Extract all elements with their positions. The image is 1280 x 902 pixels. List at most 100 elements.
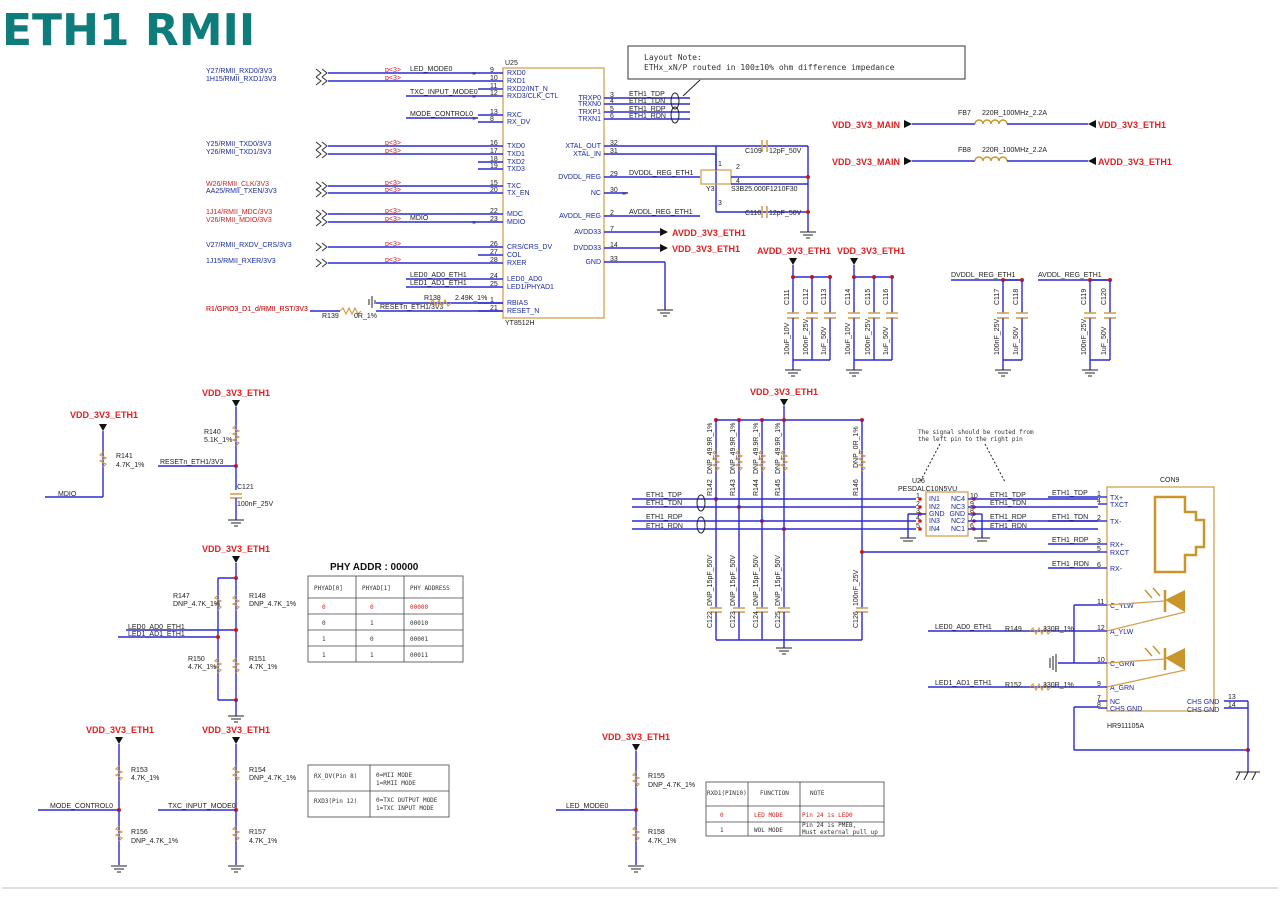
r156-value: DNP_4.7K_1% [131, 838, 178, 845]
u25-pin-name: RXER [507, 260, 526, 267]
u25-pin-name: CRS/CRS_DV [507, 244, 552, 251]
u25-pin-name: TXD3 [507, 166, 525, 173]
signal-note-line2: the left pin to the right pin [918, 436, 1023, 443]
phyaddr-vdd-arrow-icon [232, 556, 240, 563]
port-label: AA25/RMII_TXEN/3V3 [206, 188, 277, 195]
r150-ref: R150 [188, 656, 205, 663]
u25-pin-name: RBIAS [507, 300, 528, 307]
con9-pin-num: 11 [1097, 599, 1104, 606]
con9-pin-num: 10 [1097, 657, 1105, 664]
u25-pin-name: LED1/PHYAD1 [507, 284, 554, 291]
term-cap-ref: C122 [707, 611, 714, 628]
layout-note: Layout Note: ETHx_xN/P routed in 100±10%… [627, 45, 966, 97]
u25-pin-name: AVDD33 [574, 229, 601, 236]
cap-value: 10uF_10V [845, 322, 852, 355]
con9-pin-name: CHS GND [1187, 699, 1219, 706]
con9-pin-num: 12 [1097, 625, 1105, 632]
net-eth1-tdn: ETH1_TDN [629, 98, 665, 105]
r157-ref: R157 [249, 829, 266, 836]
ferrite-value: 220R_100MHz_2.2A [982, 147, 1047, 154]
con9-part: HR911105A [1107, 723, 1144, 730]
r140-value: 5.1K_1% [204, 437, 232, 444]
term-net3: ETH1_RDN [646, 523, 683, 530]
cap-ref: C114 [845, 289, 852, 305]
layout-note-line2: ETHx_xN/P routed in 100±10% ohm differen… [644, 63, 895, 72]
ledmode-head1: FUNCTION [760, 790, 789, 797]
r150-value: 4.7K_1% [188, 664, 216, 671]
ledmode-r0c2: Pin 24 is LED0 [802, 812, 853, 819]
txc-vdd-label: VDD_3V3_ETH1 [202, 725, 270, 735]
port-bus-tag: p<3> [385, 140, 401, 147]
con9-pin-num: 8 [1097, 702, 1101, 709]
u25-pin-num: 4 [610, 98, 614, 105]
port-label: V26/RMII_MDIO/3V3 [206, 217, 272, 224]
nc-x: × [472, 220, 476, 227]
u25-pin-name: TXD2 [507, 159, 525, 166]
phy-table-cell: 00000 [410, 604, 428, 611]
r153-value: 4.7K_1% [131, 775, 159, 782]
port-label: 1J15/RMII_RXER/3V3 [206, 258, 276, 265]
port-arrow-icon [315, 217, 328, 227]
term-cap-value: DNP_15pF_50V [730, 555, 737, 606]
u25-pin-name: RESET_N [507, 308, 539, 315]
r155-value: DNP_4.7K_1% [648, 782, 695, 789]
u25-pin-num: 28 [490, 257, 498, 264]
layout-note-line1: Layout Note: [644, 53, 702, 62]
port-net: LED_MODE0 [410, 66, 453, 73]
u25-pin-name: RXD2/INT_N [507, 86, 548, 93]
term-cap-ref: C126 [853, 611, 860, 628]
con9-pin-name: C_YLW [1110, 603, 1134, 610]
u25-pin-num: 31 [610, 148, 618, 155]
mode-row2-v0: 0=TXC OUTPUT MODE [376, 797, 438, 804]
u25-right-nets: ETH1_TDP ETH1_TDN ETH1_RDP ETH1_RDN C109… [604, 91, 816, 317]
phy-table-cell: 1 [370, 652, 374, 659]
u25-pin-name: NC [591, 190, 601, 197]
cap-ref: C115 [865, 289, 872, 305]
port-net: MDIO [410, 215, 429, 222]
phy-table-header: PHY ADDRESS [410, 585, 450, 592]
r147-value: DNP_4.7K_1% [173, 601, 220, 608]
port-net: LED1_AD1_ETH1 [410, 280, 467, 287]
term-res-value: DNP_49.9R_1% [730, 423, 737, 474]
term-net2: ETH1_RDP [646, 514, 683, 521]
con9-pin-num: 2 [1097, 515, 1101, 522]
phy-table-cell: 00010 [410, 620, 428, 627]
c121-value: 100nF_25V [237, 501, 274, 508]
u26-pin-num: 4 [916, 515, 920, 522]
u26-pin-name: IN2 [929, 504, 940, 511]
port-bus-tag: p<3> [385, 148, 401, 155]
con9-pin-net: ETH1_RDN [1052, 561, 1089, 568]
ledmode-r1c0: 1 [720, 827, 724, 834]
y3-pin1: 1 [718, 161, 722, 168]
port-bus-tag: p<3> [385, 187, 401, 194]
con9-ref: CON9 [1160, 477, 1180, 484]
u25-pin-num: 6 [610, 113, 614, 120]
cap-value: 100nF_25V [865, 318, 872, 355]
port-label: Y25/RMII_TXD0/3V3 [206, 141, 271, 148]
ledmode-net-label: LED_MODE0 [566, 803, 609, 810]
con9-pin-num: 5 [1097, 546, 1101, 553]
page-title: ETH1 RMII [2, 5, 256, 56]
r157-value: 4.7K_1% [249, 838, 277, 845]
term-res-value: DNP_0R_1% [853, 426, 860, 468]
u26-ref: U26 [912, 478, 925, 485]
u25-pin-name: MDC [507, 211, 523, 218]
net-dvddl-reg: DVDDL_REG_ETH1 [629, 170, 694, 177]
con9-pin-num: 9 [1097, 681, 1101, 688]
ledmode-vdd-arrow-icon [632, 744, 640, 751]
net-eth1-rdp: ETH1_RDP [629, 106, 666, 113]
led-yellow-icon [1165, 590, 1185, 612]
u26-pin-num: 9 [970, 501, 974, 508]
u25-ref: U25 [505, 60, 518, 67]
mode-table: RX_DV(Pin 8) 0=MII MODE 1=RMII MODE RXD3… [307, 764, 450, 818]
u26-pin-num: 5 [916, 523, 920, 530]
cap-ref: C118 [1013, 289, 1020, 305]
u25-pin-num: 18 [490, 156, 498, 163]
r153-ref: R153 [131, 767, 148, 774]
r138-value: 2.49K_1% [455, 295, 487, 302]
port-bus-tag: p<3> [385, 67, 401, 74]
phy-addr-section: VDD_3V3_ETH1 R147 DNP_4.7K_1% R148 DNP_4… [118, 544, 464, 723]
term-cap-value: DNP_15pF_50V [775, 555, 782, 606]
